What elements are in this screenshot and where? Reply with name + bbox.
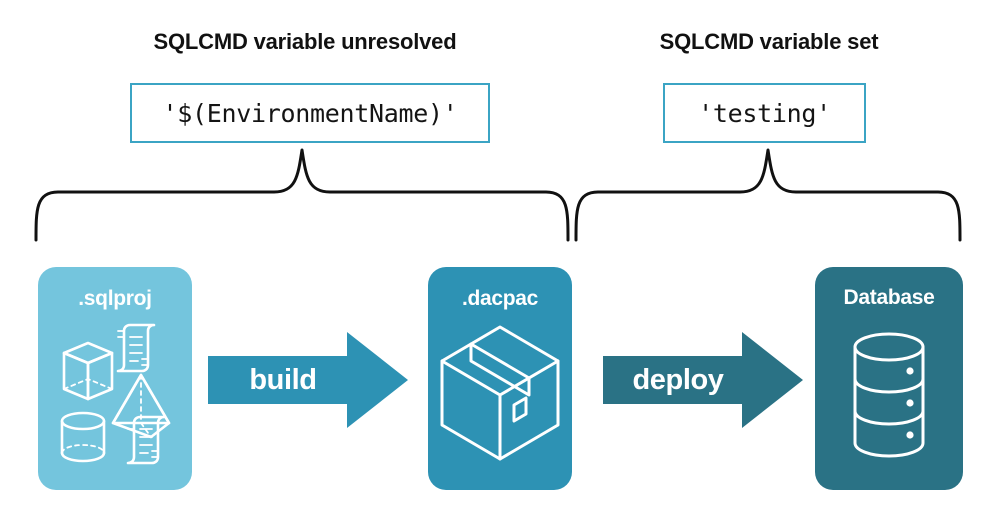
heading-sqlcmd-variable-set: SQLCMD variable set bbox=[659, 29, 879, 54]
card-sqlproj-artwork bbox=[38, 319, 192, 484]
code-box-testing: 'testing' bbox=[663, 83, 866, 143]
scroll-icon bbox=[116, 323, 156, 373]
arrow-deploy: deploy bbox=[603, 330, 805, 435]
brace-left bbox=[28, 146, 576, 247]
brace-right bbox=[568, 146, 968, 247]
card-database-artwork bbox=[815, 319, 963, 484]
card-sqlproj: .sqlproj bbox=[38, 267, 192, 490]
database-cylinder-icon bbox=[853, 332, 925, 458]
cylinder-icon bbox=[60, 411, 106, 463]
card-database-label: Database bbox=[843, 286, 935, 309]
heading-sqlcmd-variable-unresolved: SQLCMD variable unresolved bbox=[153, 29, 457, 54]
card-dacpac: .dacpac bbox=[428, 267, 572, 490]
card-database: Database bbox=[815, 267, 963, 490]
card-dacpac-label: .dacpac bbox=[461, 287, 539, 310]
arrow-shape-deploy bbox=[603, 332, 803, 428]
arrow-build: build bbox=[208, 330, 410, 435]
scroll-icon bbox=[126, 415, 166, 465]
cube-icon bbox=[62, 341, 114, 401]
pyramid-icon bbox=[111, 373, 171, 439]
arrow-shape-build bbox=[208, 332, 408, 428]
card-dacpac-artwork bbox=[428, 319, 572, 484]
code-box-environment-name: '$(EnvironmentName)' bbox=[130, 83, 490, 143]
card-sqlproj-label: .sqlproj bbox=[78, 287, 152, 310]
package-box-icon bbox=[440, 325, 560, 461]
